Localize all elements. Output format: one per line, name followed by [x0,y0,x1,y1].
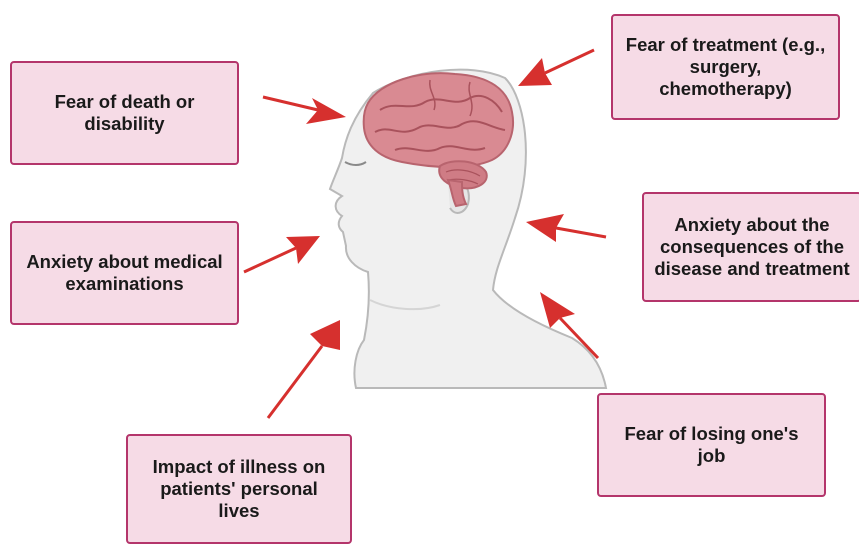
label-consequences: Anxiety about the consequences of the di… [654,214,850,280]
label-box-fear-of-death: Fear of death or disability [10,61,239,165]
arrow-consequences-icon [526,214,606,242]
label-box-losing-job: Fear of losing one's job [597,393,826,497]
arrow-exams-icon [244,236,320,272]
arrow-death-icon [263,97,346,124]
label-fear-of-death: Fear of death or disability [22,91,227,135]
label-box-medical-examinations: Anxiety about medical examinations [10,221,239,325]
label-box-consequences: Anxiety about the consequences of the di… [642,192,859,302]
label-losing-job: Fear of losing one's job [609,423,814,467]
label-box-impact-of-illness: Impact of illness on patients' personal … [126,434,352,544]
label-medical-examinations: Anxiety about medical examinations [22,251,227,295]
arrow-impact-icon [268,320,340,418]
label-box-fear-of-treatment: Fear of treatment (e.g., surgery, chemot… [611,14,840,120]
arrow-treatment-icon [518,50,594,86]
label-impact-of-illness: Impact of illness on patients' personal … [138,456,340,522]
label-fear-of-treatment: Fear of treatment (e.g., surgery, chemot… [623,34,828,100]
